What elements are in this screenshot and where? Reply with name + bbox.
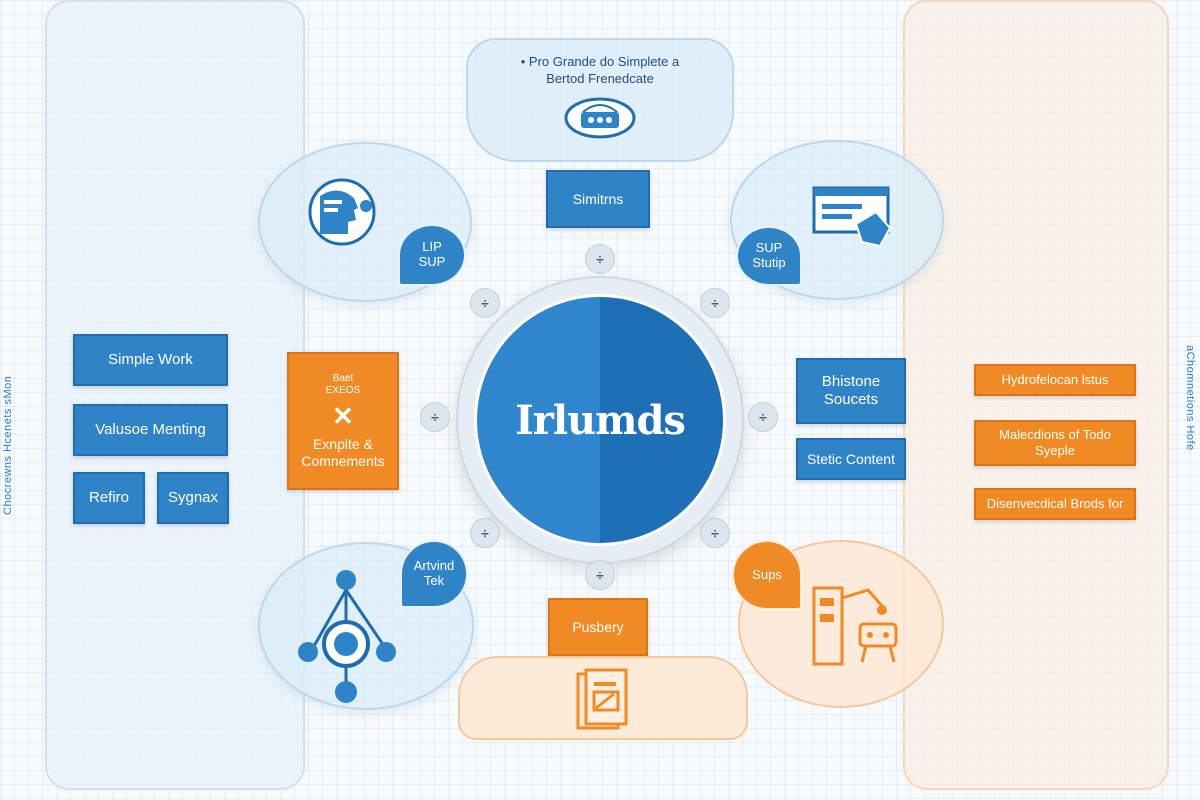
hub[interactable]: Irlumds bbox=[474, 294, 726, 546]
bottom-orange-box[interactable]: Pusbery bbox=[548, 598, 648, 656]
x-mark-icon: ✕ bbox=[332, 400, 354, 431]
right-orange-button-2[interactable]: Malecdions of Todo Syeple bbox=[974, 420, 1136, 466]
top-card-line2: Bertod Frenedcate bbox=[546, 70, 654, 86]
left-orange-card[interactable]: Baet EXEOS ✕ Exnplte & Comnements bbox=[287, 352, 399, 490]
right-blue-box-2[interactable]: Stetic Content bbox=[796, 438, 906, 480]
right-orange-button-3[interactable]: Disenvecdical Brods for bbox=[974, 488, 1136, 520]
connector-left: ÷ bbox=[420, 402, 450, 432]
connector-right: ÷ bbox=[748, 402, 778, 432]
connector-bottom-left: ÷ bbox=[470, 518, 500, 548]
right-orange-button-1[interactable]: Hydrofelocan lstus bbox=[974, 364, 1136, 396]
simple-work-button[interactable]: Simple Work bbox=[73, 334, 228, 386]
right-blue-box-1[interactable]: Bhistone Soucets bbox=[796, 358, 906, 424]
left-orange-card-top: Baet EXEOS bbox=[325, 372, 361, 396]
sygnax-button[interactable]: Sygnax bbox=[157, 472, 229, 524]
petal-top-right[interactable]: SUP Stutip bbox=[736, 226, 802, 286]
browser-shield-icon bbox=[564, 97, 636, 139]
left-vertical-label: Chocrewns Hcenets sMon bbox=[2, 375, 14, 515]
building-robot-icon bbox=[812, 586, 898, 666]
connector-top: ÷ bbox=[585, 244, 615, 274]
petal-top-left[interactable]: LIP SUP bbox=[398, 224, 466, 286]
top-card-line1: • Pro Grande do Simplete a bbox=[520, 54, 680, 69]
hub-title: Irlumds bbox=[515, 396, 686, 444]
screen-hand-icon bbox=[812, 186, 892, 248]
left-panel bbox=[45, 0, 305, 790]
valuation-meeting-button[interactable]: Valusoe Menting bbox=[73, 404, 228, 456]
network-people-icon bbox=[298, 570, 396, 703]
petal-bottom-right[interactable]: Sups bbox=[732, 540, 802, 610]
top-box[interactable]: Simitrns bbox=[546, 170, 650, 228]
petal-bottom-left[interactable]: Artvind Tek bbox=[400, 540, 468, 608]
connector-bottom-right: ÷ bbox=[700, 518, 730, 548]
refine-button[interactable]: Refiro bbox=[73, 472, 145, 524]
head-profile-icon bbox=[308, 178, 376, 246]
connector-bottom: ÷ bbox=[585, 560, 615, 590]
right-vertical-label: aChomnetions Hofe bbox=[1184, 345, 1196, 451]
document-icon bbox=[576, 668, 628, 730]
connector-top-right: ÷ bbox=[700, 288, 730, 318]
left-orange-card-label: Exnplte & Comnements bbox=[301, 435, 385, 469]
top-card-text: • Pro Grande do Simplete a Bertod Frened… bbox=[490, 54, 710, 88]
connector-top-left: ÷ bbox=[470, 288, 500, 318]
